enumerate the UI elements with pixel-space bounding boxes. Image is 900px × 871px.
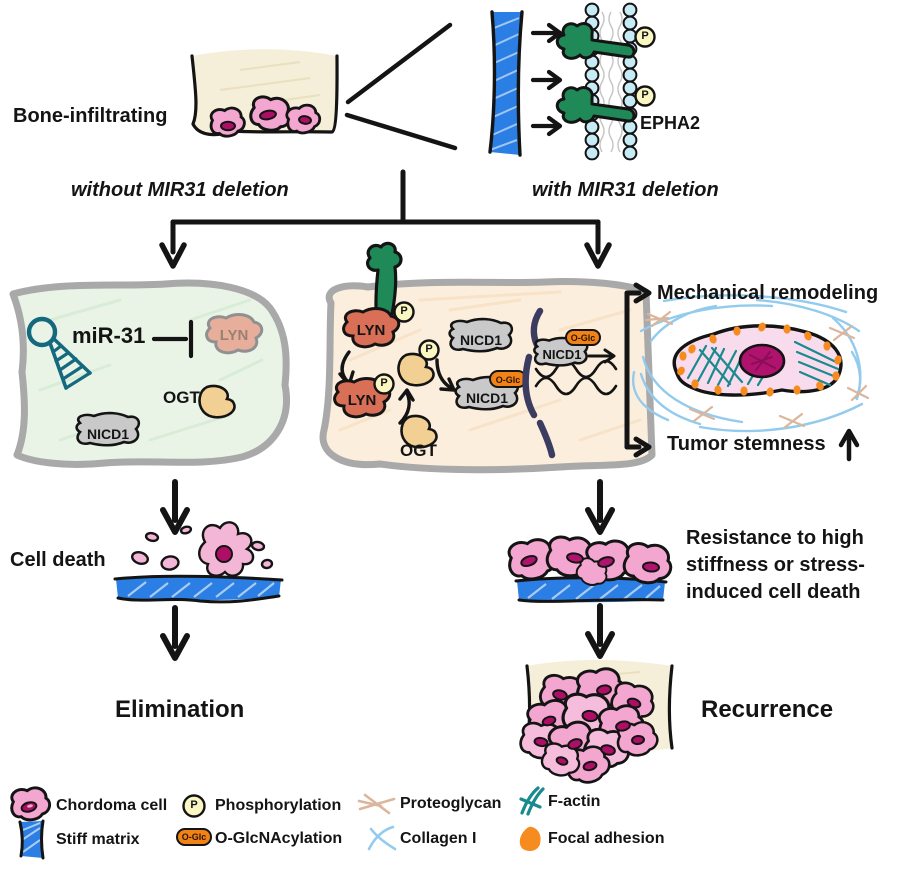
legend-label-collagen: Collagen I [400, 830, 477, 847]
lyn-label: LYN [356, 322, 386, 339]
legend-label-stiff-matrix: Stiff matrix [56, 831, 140, 848]
cell-fragments [131, 521, 274, 577]
dna-helix [534, 359, 618, 379]
proteoglycan-icon [357, 793, 396, 815]
collagen-icon [367, 825, 397, 851]
outcome-bracket [624, 282, 652, 458]
oglc-badge [565, 329, 601, 346]
stemness-up-arrow [838, 428, 860, 462]
remodeled-cell-illustration [631, 294, 870, 433]
arrow-ogt-activation [398, 391, 411, 425]
inhibition-bar [151, 319, 194, 359]
phospho-label: P [641, 89, 649, 101]
force-arrows [530, 22, 563, 137]
bone-infiltrating-label: Bone-infiltrating [13, 105, 168, 127]
lyn-label: LYN [219, 327, 249, 344]
nucleus-transcription [533, 329, 618, 396]
cell-death-label: Cell death [10, 549, 106, 571]
stiff-matrix-icon [18, 819, 45, 860]
resistant-cells-illustration [505, 533, 676, 603]
nicd1-label: NICD1 [459, 332, 502, 348]
mir31-label: miR-31 [72, 323, 146, 348]
lipid-bilayer-membrane [584, 2, 638, 161]
legend-label-f-actin: F-actin [548, 793, 601, 810]
f-actin-icon [519, 786, 545, 816]
collagen-fibers [631, 294, 864, 433]
phospho-label: P [641, 30, 649, 42]
epha2-label: EPHA2 [640, 113, 701, 133]
branch-arrows [159, 169, 612, 269]
proteoglycan-clusters [644, 310, 870, 430]
phospho-badge [634, 85, 656, 107]
legend-label-chordoma-cell: Chordoma cell [56, 797, 168, 814]
bone-illustration [190, 49, 339, 139]
epha2-receptor-icon [555, 22, 656, 124]
oglc-label: O-Glc [181, 832, 207, 842]
recurrence-illustration [517, 660, 674, 787]
phospho-badge [634, 26, 656, 48]
legend-label-o-glcnacylation: O-GlcNAcylation [215, 830, 343, 847]
resistance-label-line3: induced cell death [686, 581, 861, 603]
mechanical-remodeling-label: Mechanical remodeling [657, 282, 879, 304]
branch-right-label: with MIR31 deletion [532, 179, 719, 201]
branch-left-label: without MIR31 deletion [71, 179, 289, 201]
ogt-label: OGT [400, 441, 437, 460]
legend-label-focal-adhesion: Focal adhesion [548, 830, 665, 847]
phospho-label: P [190, 799, 198, 811]
ogt-label: OGT [163, 388, 200, 407]
legend-icons [8, 785, 545, 860]
oglc-label: O-Glc [570, 333, 596, 343]
lyn-label: LYN [347, 392, 377, 409]
legend-label-phosphorylation: Phosphorylation [215, 797, 342, 814]
resistance-label-line1: Resistance to high [686, 527, 864, 549]
nicd1-label: NICD1 [542, 347, 582, 362]
phospho-label: P [425, 343, 433, 355]
cell-with-deletion [319, 241, 656, 474]
nicd1-label: NICD1 [86, 426, 129, 442]
stiff-matrix-bar [488, 10, 524, 157]
phosphorylation-icon [182, 794, 206, 818]
mir31-hairpin-icon [26, 316, 92, 390]
arrow-nicd1-modification [435, 358, 453, 390]
flow-arrows [160, 479, 615, 661]
transcription-arrow [587, 348, 616, 364]
focal-adhesions [677, 322, 842, 397]
oglc-label: O-Glc [495, 375, 521, 385]
elimination-label: Elimination [115, 696, 245, 723]
tumor-stemness-label: Tumor stemness [667, 433, 826, 455]
resistance-label-line2: stiffness or stress- [686, 554, 865, 576]
legend-label-proteoglycan: Proteoglycan [400, 795, 502, 812]
phospho-label: P [380, 377, 388, 389]
o-glcnacylation-icon [176, 828, 212, 846]
recurrence-label: Recurrence [701, 696, 834, 723]
diverging-lines [344, 22, 458, 151]
epha2-receptor-on-cell [365, 241, 415, 331]
nicd1-label: NICD1 [465, 390, 508, 406]
focal-adhesion-icon [519, 826, 541, 852]
cell-without-deletion [9, 279, 290, 468]
cell-death-illustration [113, 521, 284, 604]
phospho-label: P [400, 305, 408, 317]
